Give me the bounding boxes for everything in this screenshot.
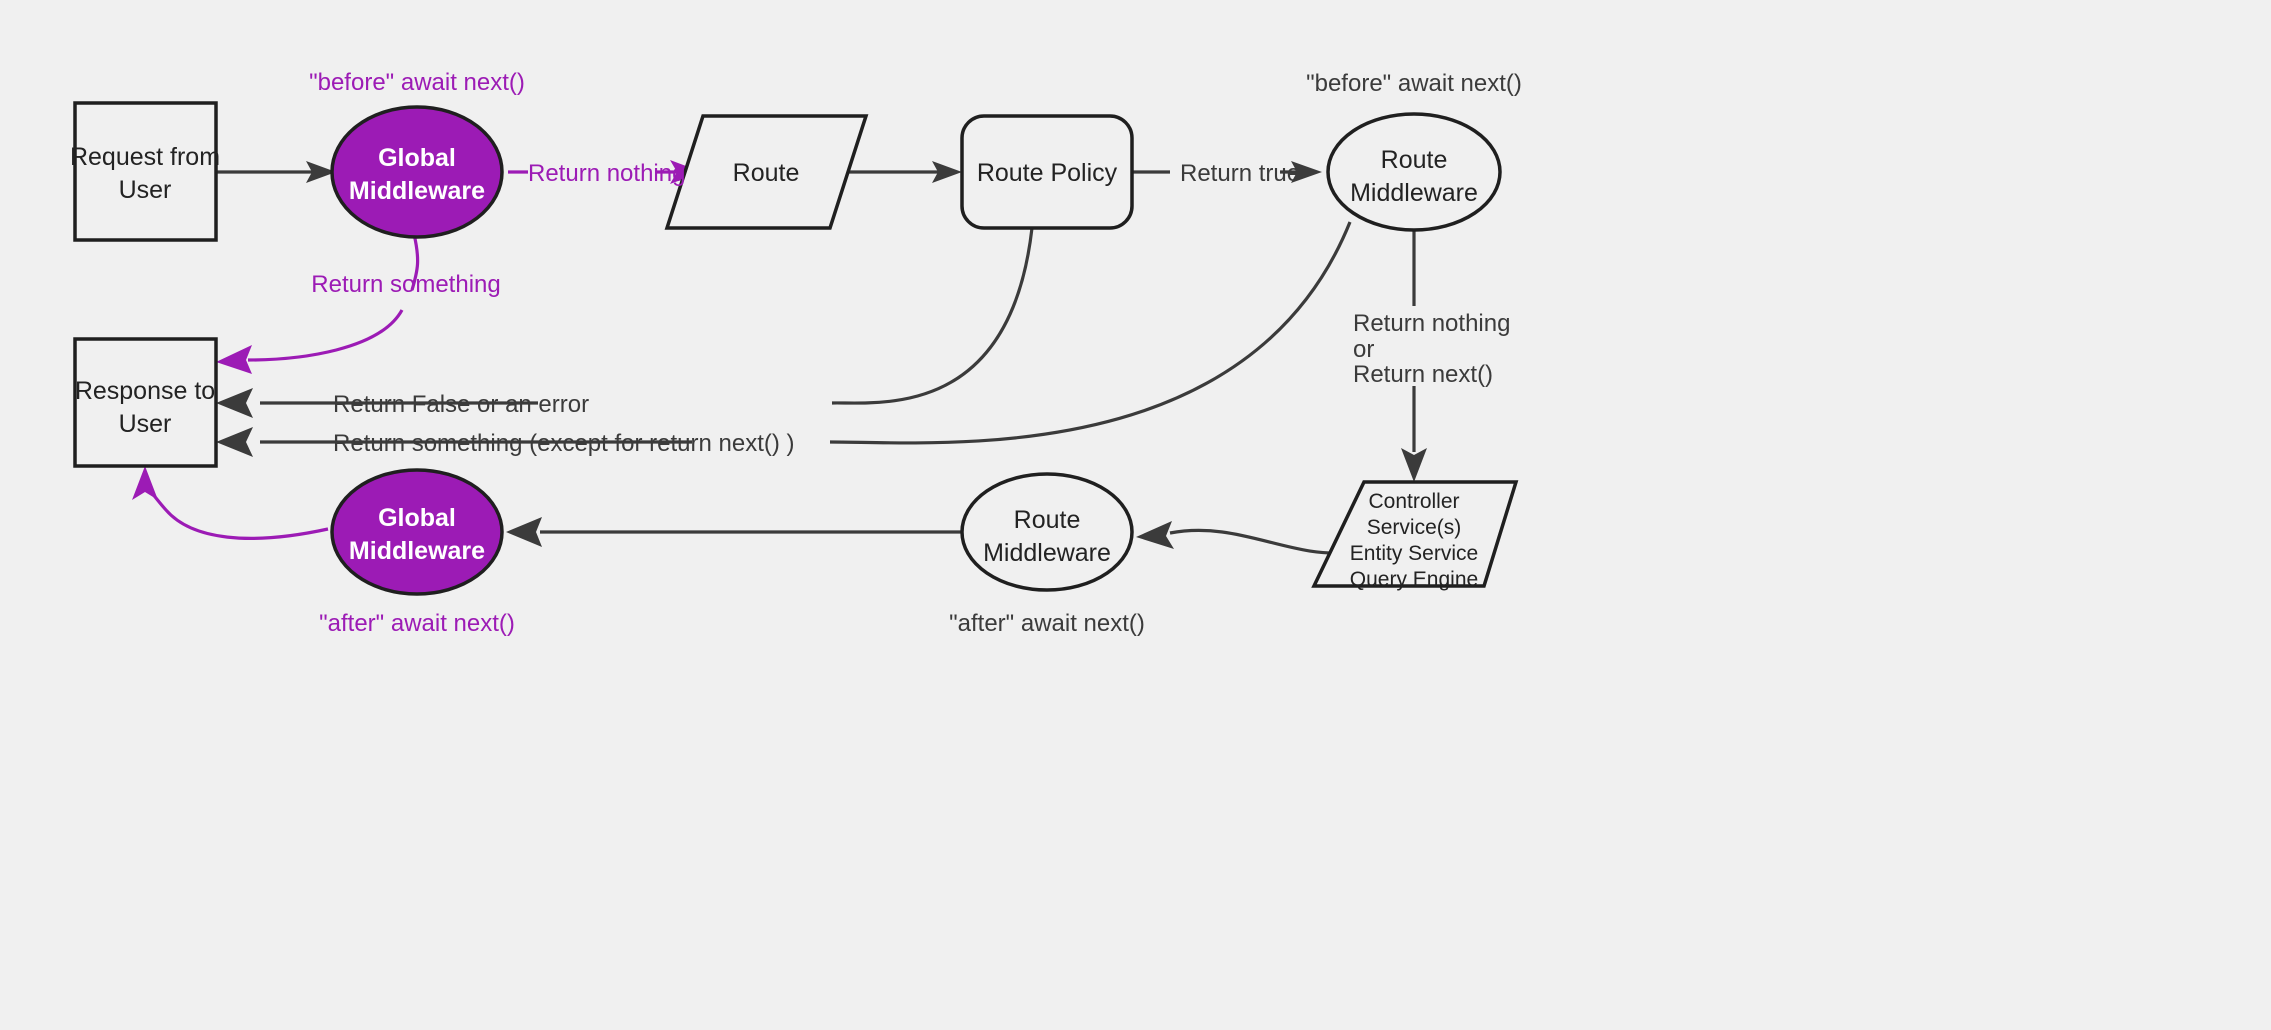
edge-label-return-nothing-or-next-line1: Return nothing [1353, 310, 1510, 337]
node-route-label: Route [733, 159, 800, 187]
node-global-middleware-bottom-line1: Global [378, 504, 456, 532]
node-request-from-user[interactable]: Request from User [70, 101, 220, 242]
annotation-after-await-next-global: "after" await next() [319, 610, 515, 637]
node-route-middleware-top[interactable]: Route Middleware [1326, 112, 1502, 232]
edge-route-middleware-bottom-to-global-middleware-bottom [506, 517, 962, 547]
edge-route-policy-to-response [216, 227, 1034, 418]
node-controller-stack-line1: Controller [1368, 490, 1459, 513]
node-route-middleware-top-line2: Middleware [1350, 179, 1478, 207]
node-global-middleware-top[interactable]: Global Middleware [330, 105, 504, 239]
edge-label-return-false-or-error: Return False or an error [333, 391, 589, 418]
node-route-middleware-bottom-line2: Middleware [983, 539, 1111, 567]
edge-route-to-route-policy [848, 161, 962, 183]
node-route-policy-label: Route Policy [977, 159, 1118, 187]
edge-route-middleware-to-controller [1401, 226, 1427, 482]
node-controller-stack-line2: Service(s) [1367, 516, 1462, 539]
node-response-to-user-line1: Response to [75, 377, 215, 405]
node-route-policy[interactable]: Route Policy [960, 114, 1134, 230]
node-route-middleware-bottom-line1: Route [1014, 506, 1081, 534]
node-global-middleware-bottom[interactable]: Global Middleware [330, 468, 504, 596]
edge-route-middleware-to-response [216, 221, 1352, 457]
node-route-middleware-bottom[interactable]: Route Middleware [960, 472, 1134, 592]
edge-request-to-global-middleware [216, 161, 336, 183]
node-controller-stack-line3: Entity Service [1350, 542, 1478, 565]
edge-global-middleware-to-response [216, 233, 420, 374]
edge-route-policy-to-route-middleware [1132, 161, 1322, 183]
node-response-to-user-line2: User [119, 410, 172, 438]
node-route[interactable]: Route [664, 114, 869, 230]
edge-label-return-nothing-or-next-line3: Return next() [1353, 361, 1493, 388]
node-response-to-user[interactable]: Response to User [73, 337, 218, 468]
edge-controller-to-route-middleware-bottom [1136, 521, 1353, 555]
edge-label-return-nothing: Return nothing [528, 160, 685, 187]
edge-label-return-something-except-next: Return something (except for return next… [333, 430, 795, 457]
edge-label-return-true: Return true [1180, 160, 1300, 187]
node-request-from-user-line2: User [119, 176, 172, 204]
edge-label-return-nothing-or-next-line2: or [1353, 336, 1374, 363]
node-request-from-user-line1: Request from [70, 143, 220, 171]
annotation-after-await-next-route: "after" await next() [949, 610, 1145, 637]
annotation-before-await-next-route: "before" await next() [1306, 70, 1522, 97]
node-global-middleware-top-line2: Middleware [349, 177, 485, 205]
node-global-middleware-top-line1: Global [378, 144, 456, 172]
edge-label-return-something: Return something [311, 271, 500, 298]
annotation-before-await-next-global: "before" await next() [309, 69, 525, 96]
node-controller-stack-line4: Query Engine [1350, 568, 1478, 591]
edge-global-middleware-bottom-to-response [132, 466, 329, 540]
node-controller-stack[interactable]: Controller Service(s) Entity Service Que… [1311, 480, 1519, 591]
node-route-middleware-top-line1: Route [1381, 146, 1448, 174]
node-global-middleware-bottom-line2: Middleware [349, 537, 485, 565]
